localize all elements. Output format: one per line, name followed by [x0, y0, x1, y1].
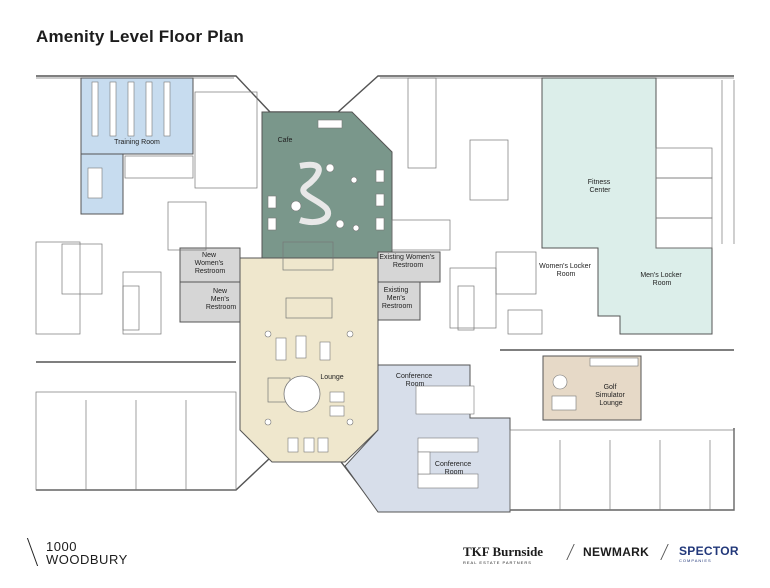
label-new-mens-restroom: New Men's Restroom: [206, 288, 237, 311]
logo-1000-line1: 1000: [46, 539, 77, 554]
lounge-furniture: [264, 330, 354, 453]
cafe-furniture: [267, 119, 385, 232]
logo-spector-main: SPECTOR: [679, 544, 739, 558]
label-womens-locker-room: Women's Locker Room: [539, 263, 593, 278]
room-labels: Training Room Cafe New Women's Restroom …: [114, 137, 683, 476]
golf-furniture: [551, 357, 639, 411]
existing-womens-restroom-area: [377, 251, 441, 283]
label-conference-room-2: Conference Room: [435, 461, 473, 476]
label-golf-simulator-lounge: Golf Simulator Lounge: [595, 384, 627, 407]
label-mens-locker-room: Men's Locker Room: [640, 272, 683, 287]
interior-walls: [35, 77, 735, 511]
training-desks: [87, 81, 171, 199]
logo-spector: SPECTOR COMPANIES: [679, 544, 739, 563]
logo-tkf-main: TKF Burnside: [463, 544, 544, 559]
label-cafe: Cafe: [278, 137, 293, 144]
label-existing-womens-restroom: Existing Women's Restroom: [379, 254, 436, 269]
logo-tkf-burnside: TKF Burnside REAL ESTATE PARTNERS: [463, 544, 543, 565]
lounge-area: [239, 257, 379, 463]
label-training-room: Training Room: [114, 139, 160, 146]
fitness-center-area: [541, 77, 713, 335]
cafe-area: [261, 111, 393, 259]
logo-1000-line2: WOODBURY: [46, 552, 128, 567]
label-fitness-center: Fitness Center: [588, 179, 613, 194]
logo-spector-sub: COMPANIES: [679, 558, 712, 563]
label-existing-mens-restroom: Existing Men's Restroom: [382, 287, 413, 310]
logo-1000-woodbury: 1000 WOODBURY: [26, 538, 128, 567]
training-room: [80, 77, 194, 155]
label-lounge: Lounge: [320, 374, 343, 381]
page-title: Amenity Level Floor Plan: [36, 27, 244, 46]
conference-furniture: [415, 385, 479, 489]
label-conference-room-1: Conference Room: [396, 373, 434, 388]
logo-tkf-sub: REAL ESTATE PARTNERS: [463, 560, 532, 565]
label-new-womens-restroom: New Women's Restroom: [195, 252, 226, 275]
existing-mens-restroom-area: [377, 281, 421, 321]
logo-newmark: NEWMARK: [583, 545, 650, 559]
